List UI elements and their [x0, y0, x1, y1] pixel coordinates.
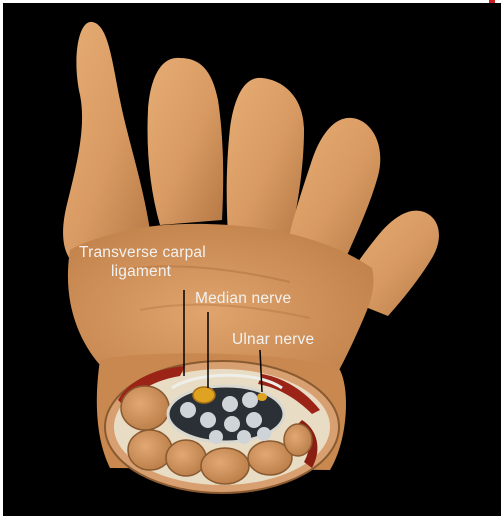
carpal-bone-2 [128, 430, 172, 470]
carpal-bone-3 [166, 440, 206, 476]
carpal-bone-6 [284, 424, 312, 456]
ulnar-nerve [257, 393, 267, 401]
label-transverse-carpal: Transverse carpal [79, 244, 206, 262]
carpal-bone-1 [121, 386, 169, 430]
index-finger [148, 58, 224, 225]
carpal-bone-4 [201, 448, 249, 484]
label-median-nerve: Median nerve [195, 290, 291, 308]
red-mark [489, 0, 495, 3]
label-ligament: ligament [111, 263, 171, 281]
wrist-cross-section [105, 361, 339, 493]
median-nerve [193, 387, 215, 403]
label-ulnar-nerve: Ulnar nerve [232, 331, 314, 349]
middle-finger [227, 78, 304, 240]
